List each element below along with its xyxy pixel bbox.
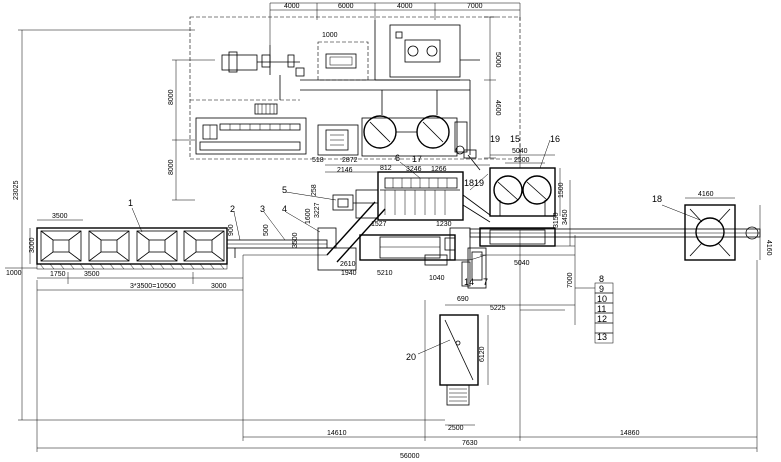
label-19a: 19 [490,134,500,144]
dim-7630: 7630 [462,440,478,447]
dim-5000: 5000 [494,52,501,68]
dim-3500b: 3500 [84,271,100,278]
dim-8000a: 8000 [168,89,175,105]
dim-6120: 6120 [479,346,486,362]
dim-1750: 1750 [50,271,66,278]
upper-equipment [195,20,481,171]
dim-7000: 7000 [467,3,483,10]
dim-5040top: 5040 [512,148,528,155]
dim-3500v: 3500 [292,232,299,248]
dim-4160v: 4160 [765,240,772,256]
dim-14610: 14610 [327,430,347,437]
dim-518: 518 [312,157,324,164]
label-19b: 19 [474,178,484,188]
dryer-section [325,164,491,223]
dim-3000b: 3000 [211,283,227,290]
dim-6000: 6000 [338,3,354,10]
dim-4000b: 4000 [397,3,413,10]
label-10: 10 [597,294,607,304]
dim-1000top: 1000 [322,32,338,39]
dim-23025: 23025 [13,180,20,200]
label-11: 11 [597,304,606,314]
dim-1600: 1600 [305,208,312,224]
label-8: 8 [599,274,604,284]
dim-3000left: 3000 [29,237,36,253]
dim-1527: 1527 [371,221,387,228]
dim-1940: 1940 [341,270,357,277]
dim-2872: 2872 [342,157,358,164]
label-4: 4 [282,204,287,214]
dim-4600: 4600 [494,100,501,116]
dim-3246: 3246 [406,166,422,173]
label-20: 20 [406,352,416,362]
dim-258: 258 [311,184,318,196]
dim-3227: 3227 [314,202,321,218]
dim-2610: 2610 [340,261,356,268]
tanks-15-16 [480,154,576,325]
storage-bins [29,219,243,291]
label-7: 7 [483,277,488,287]
label-1: 1 [128,198,133,208]
dim-14860: 14860 [620,430,640,437]
label-17: 17 [412,154,422,164]
dim-5040b: 5040 [514,260,530,267]
label-15: 15 [510,134,520,144]
dim-2146: 2146 [337,167,353,174]
label-3: 3 [260,204,265,214]
label-18b: 18 [464,178,474,188]
upper-building-outline [172,2,521,201]
label-13: 13 [597,332,607,342]
dim-56000: 56000 [400,453,420,460]
item-list-8-13 [575,282,614,344]
label-2: 2 [230,204,235,214]
label-5: 5 [282,185,287,195]
dim-3500: 3500 [52,213,68,220]
dim-690: 690 [457,296,469,303]
dim-1266: 1266 [431,166,447,173]
dim-900: 900 [228,224,235,236]
label-12: 12 [597,314,607,324]
label-9: 9 [599,284,604,294]
dim-3150: 3150 [553,212,560,228]
dim-3450: 3450 [562,209,569,225]
dim-7000r: 7000 [567,272,574,288]
label-14: 14 [464,277,474,287]
unit-20 [439,304,575,426]
dim-1230: 1230 [436,221,452,228]
dim-1000left: 1000 [6,270,22,277]
dim-812: 812 [380,165,392,172]
label-6: 6 [395,153,400,163]
leader-lines [131,139,701,355]
dim-1040: 1040 [429,275,445,282]
dim-4160h: 4160 [698,191,714,198]
label-16: 16 [550,134,560,144]
dim-4000a: 4000 [284,3,300,10]
dim-5225: 5225 [490,305,506,312]
dim-3x3500: 3*3500=10500 [130,283,176,290]
item-number-labels: 1 2 3 4 5 6 7 8 9 10 11 12 13 14 15 16 1… [128,134,662,362]
dim-2500b: 2500 [448,425,464,432]
dim-8000b: 8000 [168,159,175,175]
dim-1500: 1500 [558,182,565,198]
label-18: 18 [652,194,662,204]
overall-dimension-lines [5,29,758,452]
dim-2500top: 2500 [514,157,530,164]
dim-500: 500 [263,224,270,236]
dim-5210: 5210 [377,270,393,277]
dimension-texts: 4000 6000 4000 7000 1000 5000 4600 8000 … [6,3,772,460]
